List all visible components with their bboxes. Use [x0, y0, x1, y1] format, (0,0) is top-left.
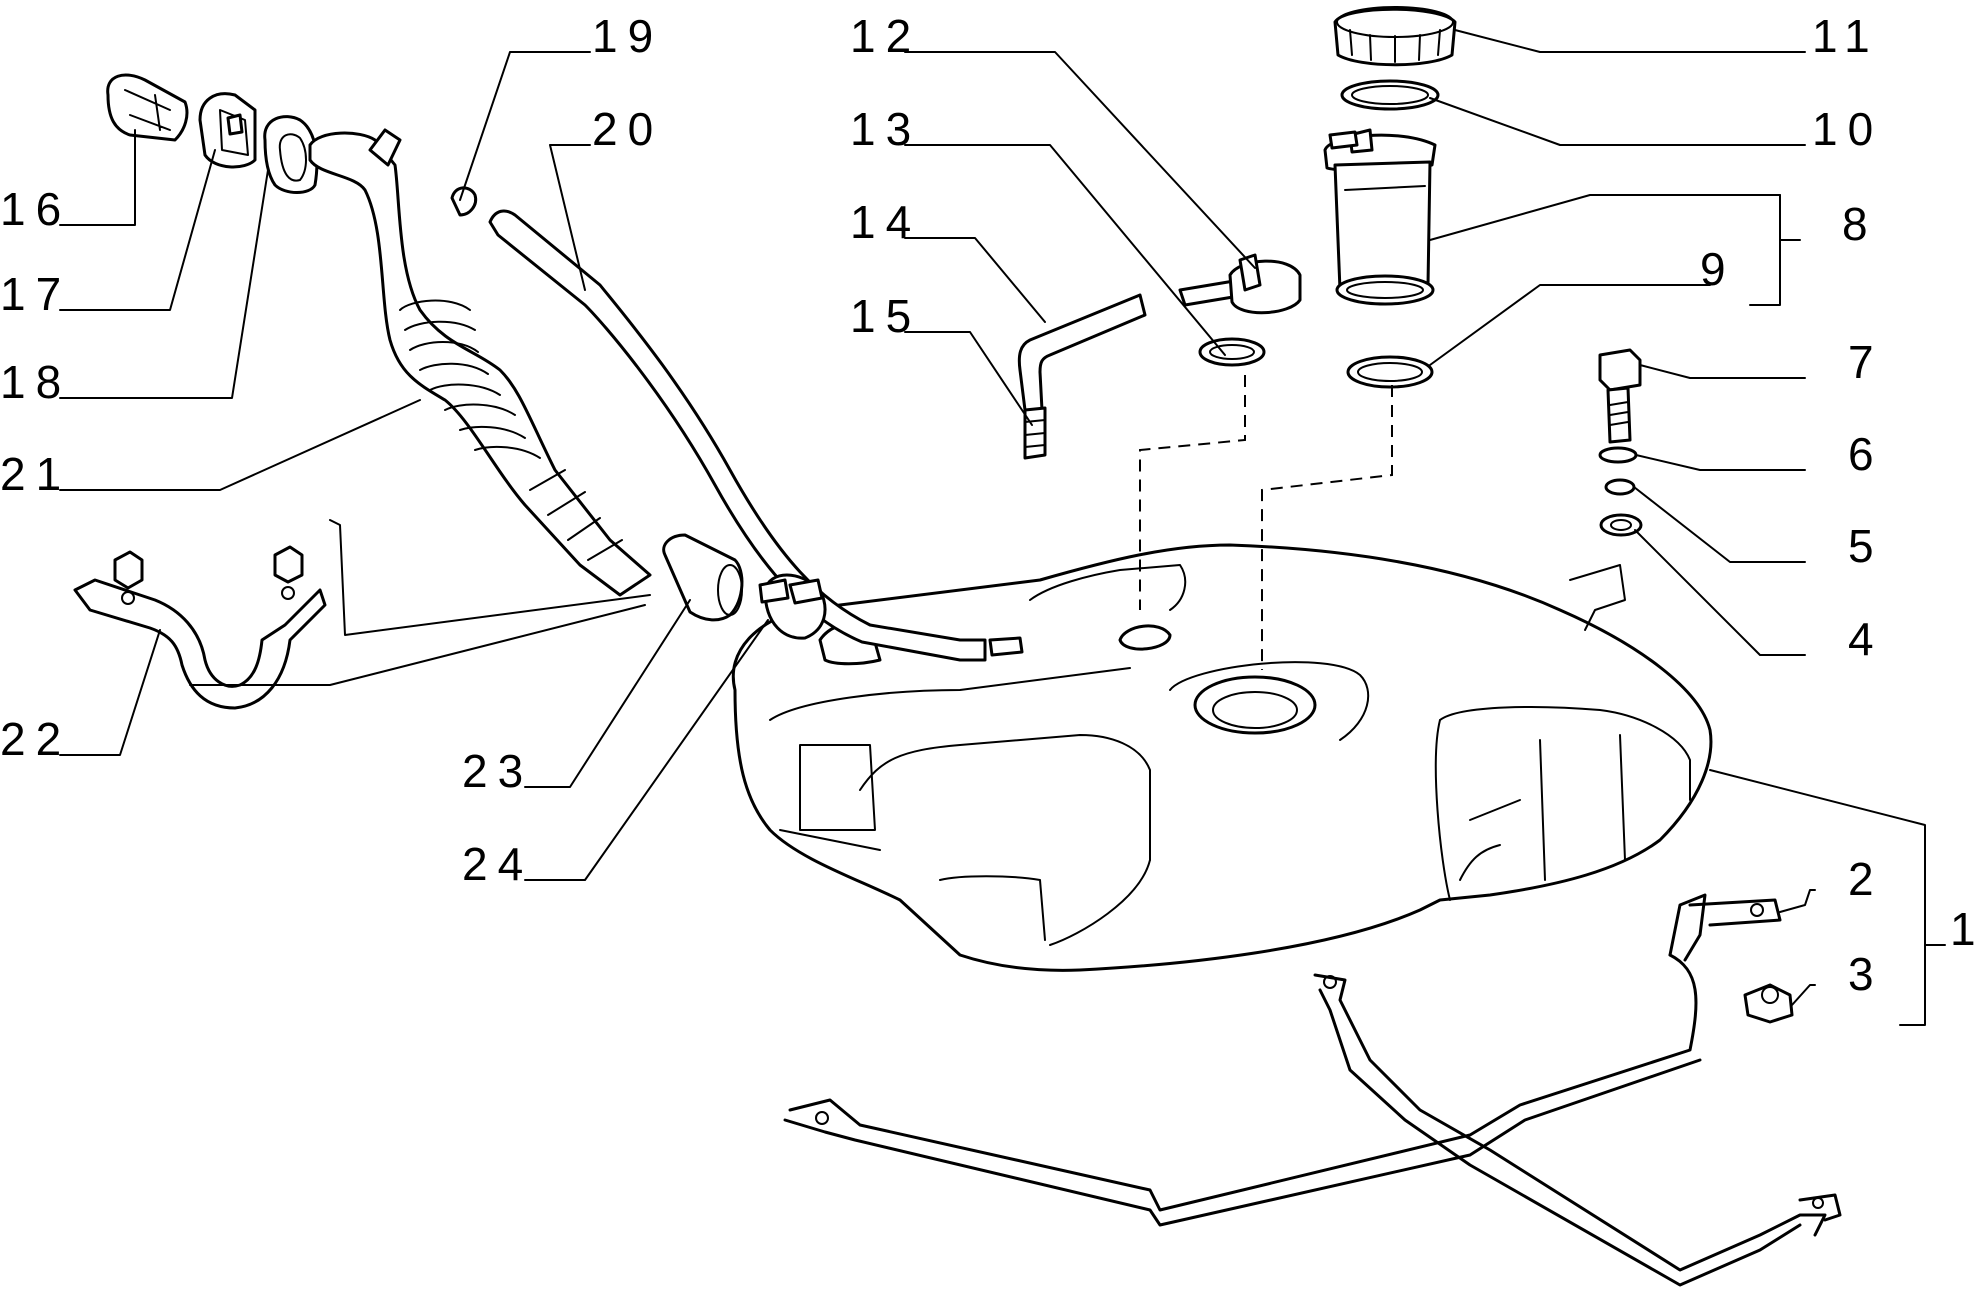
callout-7: 7 [1848, 336, 1884, 388]
filler-pipe-21 [308, 128, 652, 597]
callout-20: 20 [592, 103, 663, 155]
callout-24: 24 [462, 838, 533, 890]
filler-seal-17 [198, 92, 257, 169]
callout-5: 5 [1848, 520, 1884, 572]
callout-4: 4 [1848, 613, 1884, 665]
lock-ring-cap-11 [1333, 6, 1457, 67]
callout-2: 2 [1848, 853, 1884, 905]
vent-valve-12 [1178, 253, 1302, 315]
callout-12: 12 [850, 10, 921, 62]
washer-4 [1599, 513, 1643, 537]
callout-23: 23 [462, 745, 533, 797]
seal-ring-13 [1198, 337, 1266, 367]
breather-hose-20 [488, 209, 987, 662]
gasket-9 [1346, 355, 1434, 389]
filler-sleeve-23 [662, 533, 744, 622]
callout-19: 19 [592, 10, 663, 62]
hose-connector-15 [1023, 406, 1047, 460]
filler-cap-16 [106, 73, 189, 142]
leader-lines [59, 29, 1946, 1026]
callout-8: 8 [1842, 198, 1878, 250]
callout-3: 3 [1848, 948, 1884, 1000]
callout-9: 9 [1700, 243, 1736, 295]
bolt-7 [1598, 348, 1642, 444]
callout-labels: 16 17 18 21 22 23 24 19 20 12 13 14 15 1… [0, 10, 1978, 1000]
washer-5 [1604, 478, 1636, 496]
callout-17: 17 [0, 268, 71, 320]
filler-ring-18 [263, 115, 319, 194]
callout-22: 22 [0, 713, 71, 765]
callout-15: 15 [850, 290, 921, 342]
callout-10: 10 [1812, 103, 1883, 155]
hose-clip-19 [450, 186, 478, 217]
tank-strap-front [1313, 973, 1842, 1287]
callout-6: 6 [1848, 428, 1884, 480]
washer-6 [1598, 446, 1638, 464]
assembly-lines [1139, 375, 1393, 670]
nut-3 [1743, 983, 1794, 1024]
callout-1: 1 [1950, 903, 1978, 955]
fuel-tank [731, 543, 1713, 972]
support-bracket-22 [73, 545, 327, 710]
hose-clamp-24 [758, 573, 827, 640]
fuel-pump-unit-8 [1323, 128, 1437, 306]
callout-21: 21 [0, 448, 71, 500]
tank-strap-rear [783, 893, 1782, 1227]
callout-18: 18 [0, 356, 71, 408]
callout-11: 11 [1812, 10, 1880, 62]
callout-13: 13 [850, 103, 921, 155]
callout-14: 14 [850, 196, 921, 248]
seal-ring-10 [1340, 79, 1440, 111]
callout-16: 16 [0, 183, 71, 235]
